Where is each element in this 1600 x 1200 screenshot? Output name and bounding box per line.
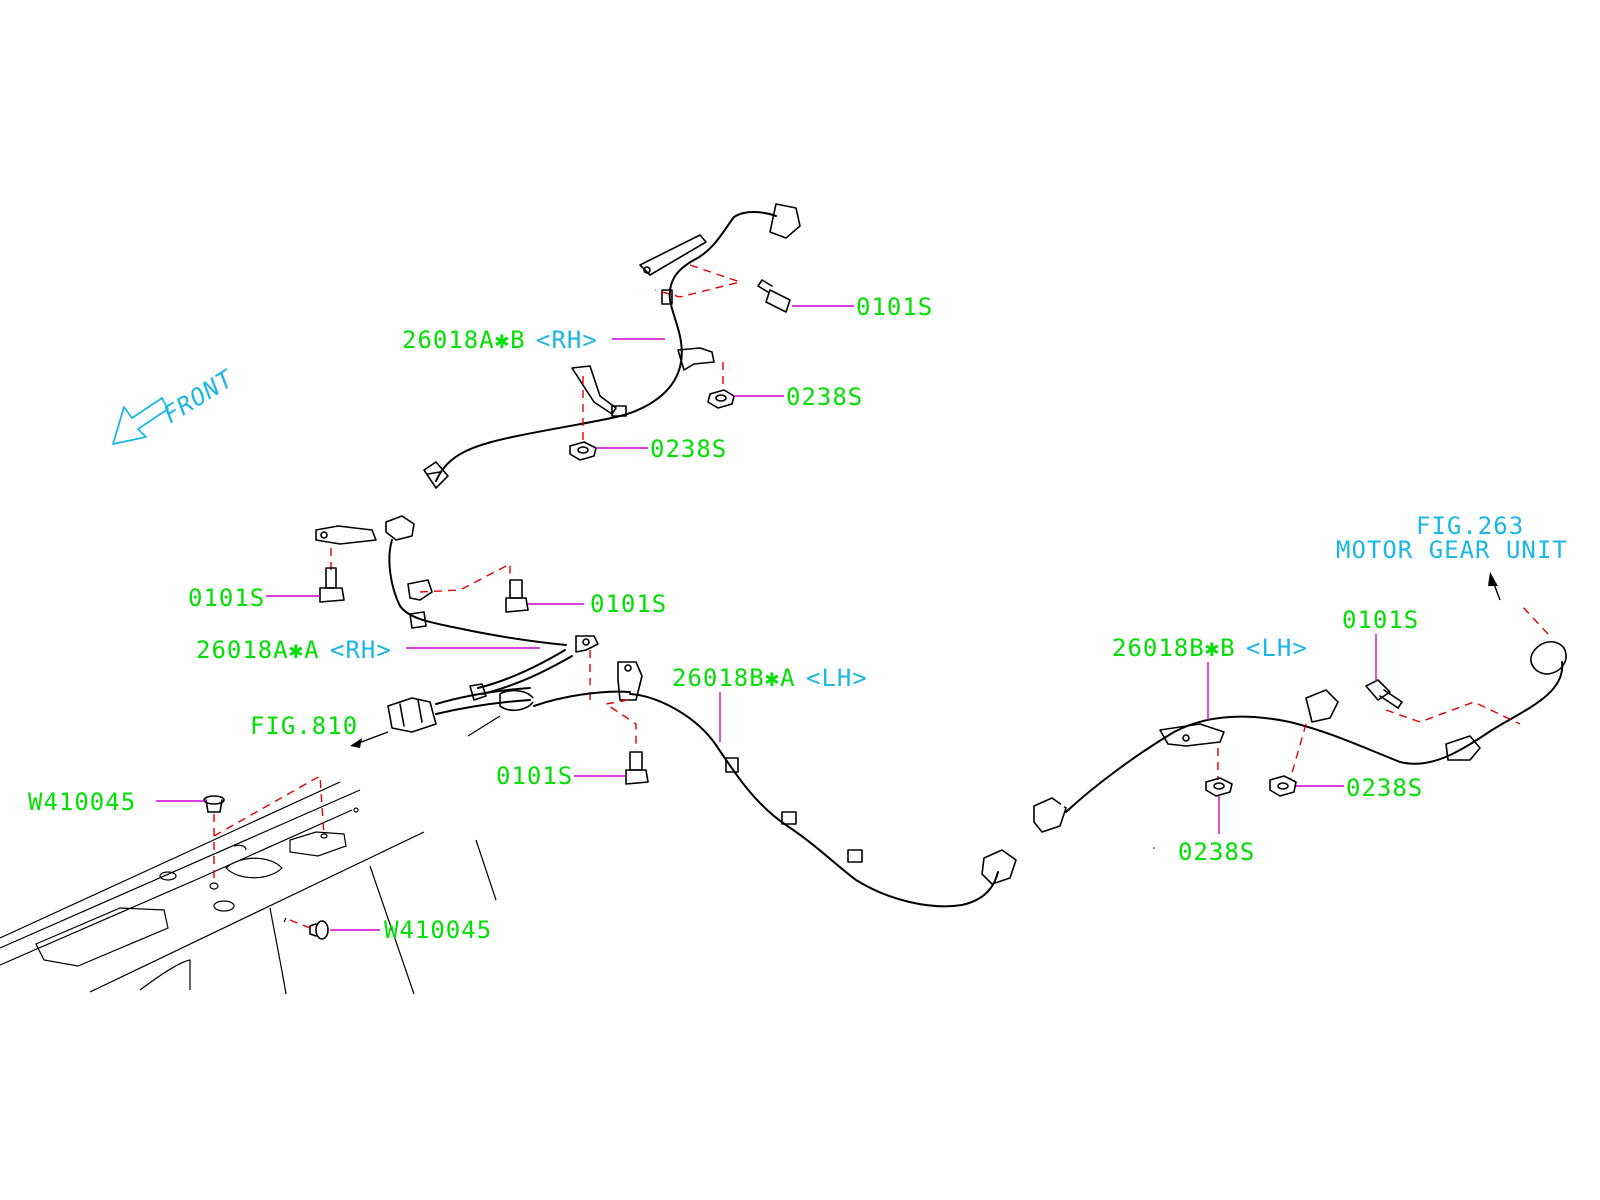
label-fig263[interactable]: FIG.263: [1416, 512, 1524, 540]
label-w410045-upper[interactable]: W410045: [28, 788, 136, 816]
label-26018a-b-side: <RH>: [536, 326, 598, 354]
connector-icon: [769, 203, 801, 239]
label-0101s-top[interactable]: 0101S: [856, 293, 933, 321]
label-0238s-lower-right[interactable]: 0238S: [1346, 774, 1423, 802]
connector-icon: [423, 461, 449, 489]
label-0101s-right[interactable]: 0101S: [1342, 606, 1419, 634]
connector-icon: [1033, 797, 1067, 833]
label-26018b-b[interactable]: 26018B✱B: [1112, 634, 1236, 662]
bolt-icon[interactable]: [1365, 634, 1403, 709]
bolt-icon[interactable]: [266, 567, 345, 603]
fig263-arrow-icon: [1488, 572, 1501, 601]
harness-26018b-a[interactable]: [604, 661, 1017, 908]
label-0101s-mid-left[interactable]: 0101S: [188, 584, 265, 612]
label-26018b-a-side: <LH>: [806, 664, 868, 692]
label-0238s-upper-left[interactable]: 0238S: [650, 435, 727, 463]
harness-26018a-b[interactable]: [423, 203, 801, 489]
label-26018a-a-side: <RH>: [330, 636, 392, 664]
harness-26018b-b[interactable]: [1033, 603, 1567, 833]
label-26018a-b[interactable]: 26018A✱B: [402, 326, 526, 354]
label-26018b-b-side: <LH>: [1246, 634, 1308, 662]
connector-icon: [385, 515, 415, 541]
front-label: FRONT: [158, 364, 239, 429]
body-panel: [0, 781, 497, 995]
fig810-arrow-icon: [350, 731, 389, 748]
bolt-icon[interactable]: [574, 751, 649, 785]
label-0238s-lower-center[interactable]: 0238S: [1178, 838, 1255, 866]
label-26018a-a[interactable]: 26018A✱A: [196, 636, 320, 664]
connector-cluster[interactable]: [387, 683, 632, 737]
label-0101s-mid-right[interactable]: 0101S: [590, 590, 667, 618]
connector-icon: [387, 697, 437, 733]
nut-icon[interactable]: [1269, 775, 1344, 797]
nut-icon[interactable]: [569, 441, 648, 461]
label-0238s-upper-right[interactable]: 0238S: [786, 383, 863, 411]
clip-icon[interactable]: [289, 919, 380, 940]
front-indicator: FRONT: [112, 364, 239, 445]
label-w410045-lower[interactable]: W410045: [384, 916, 492, 944]
bolt-icon[interactable]: [505, 579, 584, 613]
label-0101s-lower[interactable]: 0101S: [496, 762, 573, 790]
clip-icon[interactable]: [156, 774, 325, 880]
connector-icon: [981, 849, 1017, 885]
harness-26018a-a[interactable]: [315, 515, 599, 700]
label-fig810[interactable]: FIG.810: [250, 712, 358, 740]
nut-icon[interactable]: [1205, 777, 1233, 834]
bolt-icon[interactable]: [757, 279, 854, 313]
label-26018b-a[interactable]: 26018B✱A: [672, 664, 796, 692]
front-arrow-icon: [112, 397, 169, 445]
label-motor-gear-unit: MOTOR GEAR UNIT: [1336, 536, 1568, 564]
nut-icon[interactable]: [707, 389, 784, 409]
